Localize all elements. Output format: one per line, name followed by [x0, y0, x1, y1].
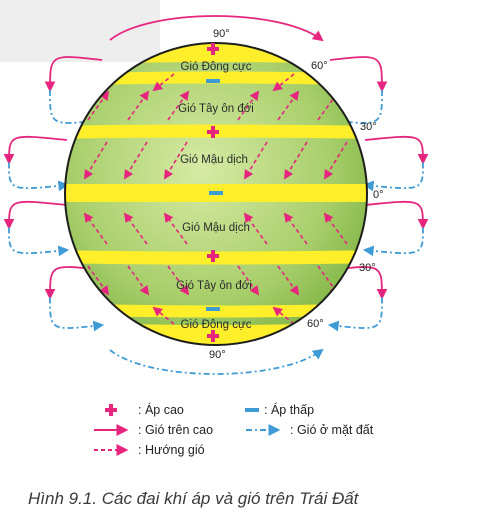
- wind-direction-arrow: [123, 212, 148, 245]
- latitude-label-equator: 0°: [373, 189, 384, 201]
- surface-wind-arrow: [49, 297, 105, 332]
- wind-direction-arrow: [163, 141, 188, 180]
- wind-direction-arrow: [237, 265, 260, 296]
- surface-wind-arrow: [327, 89, 383, 127]
- wind-direction-arrow: [87, 90, 110, 121]
- wind-direction-arrow: [87, 265, 110, 296]
- wind-label-polar-north: Gió Đông cực: [181, 61, 252, 73]
- wind-direction-arrow: [237, 90, 260, 121]
- plus-bar-v: [211, 330, 215, 342]
- wind-direction-arrow: [127, 90, 150, 121]
- figure-caption: Hình 9.1. Các đai khí áp và gió trên Trá…: [28, 489, 359, 508]
- upper-wind-arrow: [3, 135, 68, 165]
- upper-wind-arrow: [364, 200, 429, 230]
- wind-direction-arrow: [167, 265, 190, 296]
- latitude-label-60n: 60°: [311, 60, 328, 72]
- wind-direction-arrow: [277, 90, 300, 121]
- wind-direction-arrow: [152, 306, 175, 325]
- high-pressure-symbol: [207, 330, 219, 342]
- surface-wind-arrow: [49, 89, 105, 127]
- pressure-symbols: [206, 43, 223, 342]
- latitude-label-30n: 30°: [360, 121, 377, 133]
- plus-bar-v: [211, 126, 215, 138]
- legend-surface-wind: : Gió ở mặt đất: [244, 423, 373, 437]
- legend-high-pressure: : Áp cao: [92, 403, 184, 417]
- wind-direction-arrow: [323, 212, 348, 245]
- dashed-arrow-icon: [94, 444, 129, 456]
- upper-wind-arrow: [364, 135, 429, 165]
- legend-upper-wind: : Gió trên cao: [92, 423, 213, 437]
- upper-wind-arrow: [3, 200, 68, 230]
- wind-direction-arrow: [277, 265, 300, 296]
- surface-wind-arrow: [327, 297, 383, 332]
- wind-label-westerly-south: Gió Tây ôn đới: [176, 280, 252, 292]
- latitude-label-30s: 30°: [359, 262, 376, 274]
- legend-surface-wind-label: : Gió ở mặt đất: [290, 423, 374, 437]
- wind-direction-arrow: [83, 212, 108, 245]
- surface-wind-arrow: [8, 227, 70, 257]
- wind-direction-arrow: [83, 141, 108, 180]
- wind-direction-arrow: [283, 212, 308, 245]
- watermark: [0, 0, 160, 62]
- legend-wind-direction: : Hướng gió: [92, 443, 205, 457]
- upper-wind-arrow: [44, 56, 103, 93]
- legend-upper-wind-label: : Gió trên cao: [138, 423, 214, 437]
- high-pressure-symbol: [207, 250, 219, 262]
- wind-direction-arrow: [283, 141, 308, 180]
- wind-label-trade-south: Gió Mậu dịch: [182, 222, 250, 234]
- low-pressure-symbol: [206, 307, 220, 311]
- wind-label-trade-north: Gió Mậu dịch: [180, 154, 248, 166]
- legend-low-pressure-label: : Áp thấp: [264, 403, 315, 417]
- wind-direction-arrow: [167, 90, 190, 121]
- wind-direction-arrow: [272, 306, 295, 325]
- plus-icon: [105, 404, 117, 416]
- legend-wind-direction-label: : Hướng gió: [138, 443, 205, 457]
- polar-surface-arc-south: [109, 348, 324, 375]
- pressure-belt: [65, 71, 367, 86]
- wind-direction-arrow: [243, 212, 268, 245]
- polar-upper-arc-north: [109, 15, 324, 42]
- low-pressure-symbol: [206, 79, 220, 83]
- wind-direction-arrow: [123, 141, 148, 180]
- minus-icon: [245, 408, 259, 412]
- wind-direction-arrow: [163, 212, 188, 245]
- upper-wind-arrow: [329, 56, 388, 93]
- surface-wind-arrow: [8, 162, 70, 192]
- wind-direction-arrow: [152, 73, 175, 92]
- circulation-cells: [3, 15, 429, 375]
- legend-low-pressure: : Áp thấp: [244, 403, 314, 417]
- wind-direction-arrows: [83, 73, 348, 325]
- latitude-label-90s: 90°: [209, 349, 226, 361]
- wind-label-polar-south: Gió Đông cực: [181, 319, 252, 331]
- wind-direction-arrow: [272, 73, 295, 92]
- latitude-label-90n: 90°: [213, 28, 230, 40]
- wind-direction-arrow: [243, 141, 268, 180]
- high-pressure-symbol: [207, 126, 219, 138]
- wind-label-westerly-north: Gió Tây ôn đới: [178, 103, 254, 115]
- plus-bar-v: [211, 43, 215, 55]
- wind-direction-arrow: [323, 141, 348, 180]
- solid-arrow-icon: [94, 424, 129, 436]
- legend-high-pressure-label: : Áp cao: [138, 403, 184, 417]
- latitude-label-60s: 60°: [307, 318, 324, 330]
- surface-wind-arrow: [362, 162, 424, 192]
- surface-wind-arrow: [362, 227, 424, 257]
- dash-dot-arrow-icon: [246, 424, 281, 436]
- low-pressure-symbol: [209, 191, 223, 195]
- wind-direction-arrow: [127, 265, 150, 296]
- high-pressure-symbol: [207, 43, 219, 55]
- plus-bar-v: [211, 250, 215, 262]
